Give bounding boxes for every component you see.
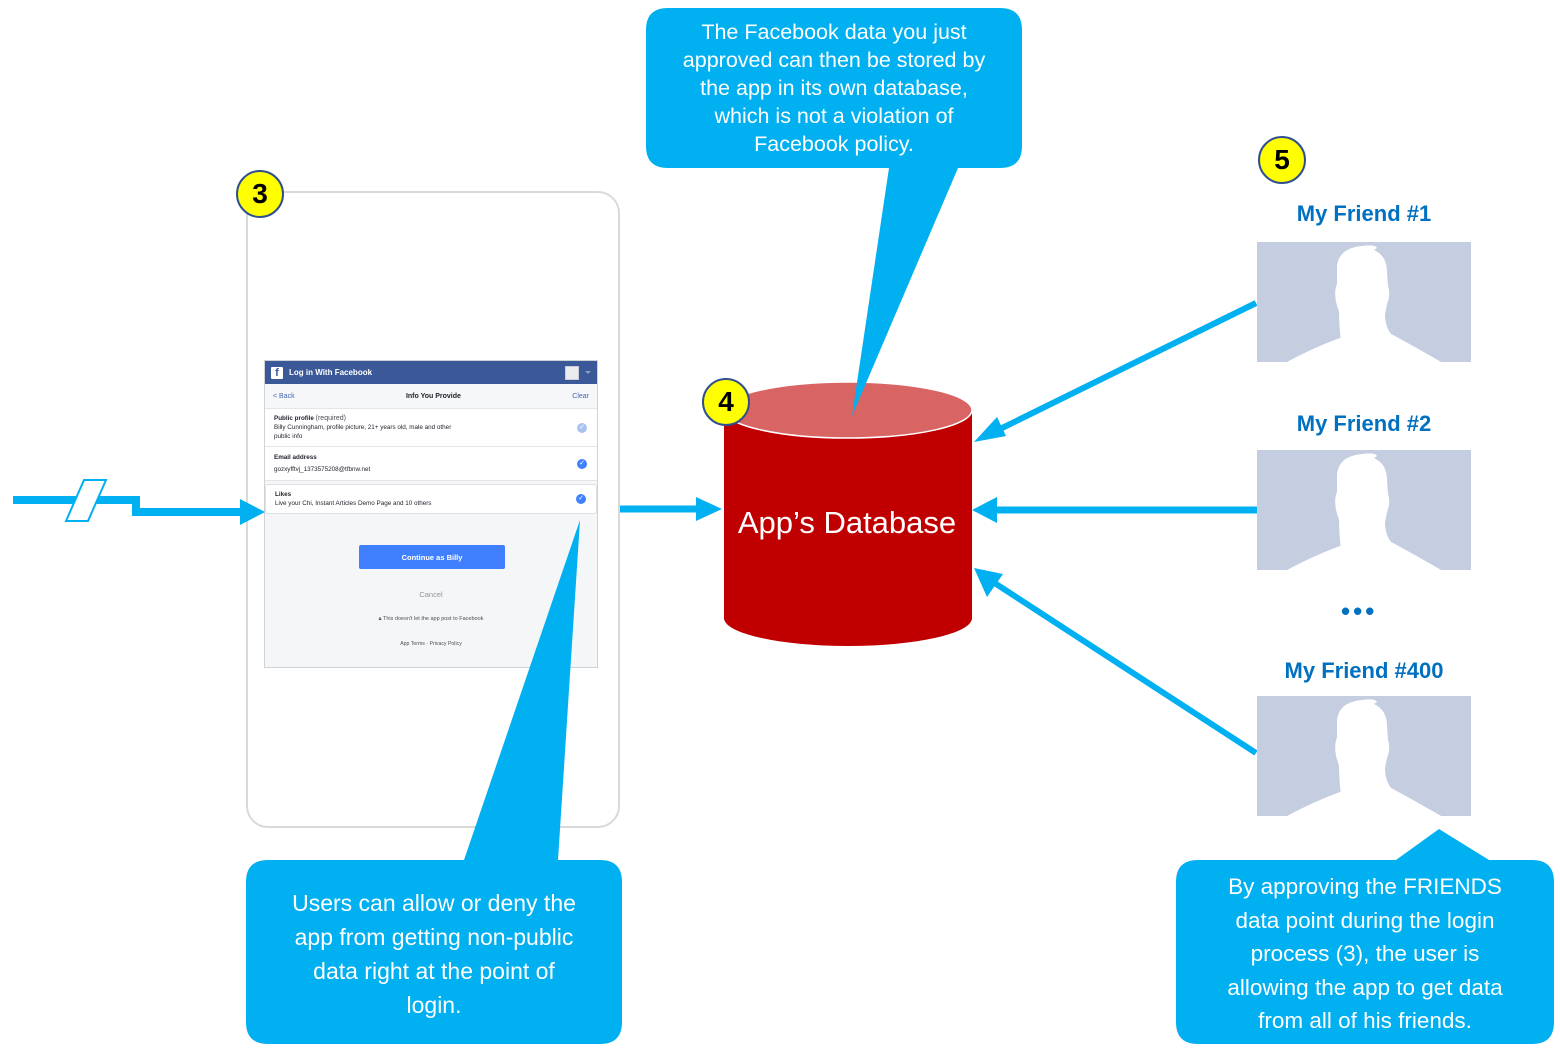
- note-text: This doesn't let the app post to Faceboo…: [382, 616, 484, 622]
- callout-line: process (3), the user is: [1250, 941, 1480, 966]
- break-symbol: [64, 479, 108, 522]
- arrow-friend400-to-database: [974, 568, 1258, 756]
- callout-bottom-left-text: Users can allow or deny the app from get…: [246, 886, 622, 1022]
- permission-likes[interactable]: Likes Live your Chi, Instant Articles De…: [265, 484, 597, 514]
- ellipsis: •••: [1341, 596, 1378, 626]
- callout-bottom-left: [246, 520, 622, 1044]
- post-permission-note: 🔒︎ This doesn't let the app post to Face…: [265, 616, 597, 623]
- permission-title: Public profile: [274, 415, 314, 422]
- database-top: [723, 381, 973, 439]
- callout-bottom-right: [1176, 829, 1554, 1044]
- friend-name-1: My Friend #1: [1296, 201, 1432, 226]
- friend-avatar-2: [1257, 450, 1471, 570]
- permissions-list: Public profile (required) Billy Cunningh…: [265, 409, 597, 481]
- callout-line: which is not a violation of: [714, 104, 954, 128]
- arrow-phone-to-database: [620, 497, 722, 521]
- person-silhouette-icon: [1287, 699, 1441, 816]
- arrow-friend2-to-database: [972, 497, 1258, 523]
- check-icon[interactable]: ✓: [577, 422, 587, 433]
- step-badge-4: 4: [702, 378, 750, 426]
- arrow-friend1-to-database: [974, 300, 1258, 442]
- callout-line: By approving the FRIENDS: [1228, 874, 1502, 899]
- permission-email[interactable]: Email address gozxyfftvj_1373575208@tfbn…: [265, 447, 597, 481]
- facebook-login-dialog: f Log in With Facebook < Back Info You P…: [264, 360, 598, 668]
- check-icon[interactable]: ✓: [576, 494, 586, 504]
- permission-detail: Billy Cunningham, profile picture, 21+ y…: [274, 424, 452, 440]
- callout-line: allowing the app to get data: [1227, 974, 1503, 1000]
- facebook-logo-icon: f: [271, 366, 283, 379]
- permission-title: Likes: [275, 491, 292, 498]
- callout-bottom-right-text: By approving the FRIENDS data point duri…: [1176, 870, 1554, 1038]
- footer-links[interactable]: App Terms · Privacy Policy: [400, 641, 462, 647]
- permission-detail: gozxyfftvj_1373575208@tfbnw.net: [274, 466, 371, 473]
- dialog-header: f Log in With Facebook: [265, 361, 597, 384]
- friend-name-400: My Friend #400: [1284, 658, 1444, 683]
- callout-top-text: The Facebook data you just approved can …: [646, 18, 1022, 158]
- permission-title: Email address: [274, 454, 317, 461]
- cancel-link[interactable]: Cancel: [419, 590, 443, 599]
- caret-down-icon[interactable]: [585, 371, 591, 374]
- check-icon[interactable]: ✓: [577, 458, 587, 469]
- permission-qualifier: (required): [315, 415, 346, 422]
- callout-line: data right at the point of: [313, 958, 555, 984]
- user-avatar-icon[interactable]: [565, 365, 579, 380]
- lock-icon: 🔒︎: [378, 616, 383, 622]
- callout-line: app from getting non-public: [294, 924, 574, 950]
- callout-top: [646, 8, 1022, 416]
- callout-line: The Facebook data you just: [701, 20, 967, 44]
- step-badge-3: 3: [236, 170, 284, 218]
- callout-line: data point during the login: [1235, 907, 1495, 933]
- database-label: App’s Database: [737, 505, 957, 540]
- friend-avatar-1: [1257, 242, 1471, 362]
- permission-public-profile[interactable]: Public profile (required) Billy Cunningh…: [265, 409, 597, 447]
- person-silhouette-icon: [1287, 453, 1441, 570]
- friend-name-2: My Friend #2: [1296, 411, 1432, 436]
- friend-avatar-400: [1257, 696, 1471, 816]
- dialog-title: Log in With Facebook: [289, 368, 373, 377]
- permission-detail: Live your Chi, Instant Articles Demo Pag…: [275, 500, 432, 507]
- callout-line: login.: [406, 992, 462, 1018]
- clear-link[interactable]: Clear: [572, 392, 589, 400]
- step-badge-5: 5: [1258, 136, 1306, 184]
- continue-button[interactable]: Continue as Billy: [359, 545, 505, 569]
- callout-line: Facebook policy.: [754, 132, 914, 156]
- back-link[interactable]: < Back: [273, 392, 295, 400]
- incoming-arrow: [13, 479, 265, 525]
- callout-line: from all of his friends.: [1258, 1008, 1472, 1033]
- database-cylinder: [723, 381, 973, 646]
- callout-line: Users can allow or deny the: [292, 890, 576, 916]
- person-silhouette-icon: [1287, 245, 1441, 362]
- nav-title: Info You Provide: [405, 392, 461, 400]
- callout-line: the app in its own database,: [700, 76, 968, 100]
- callout-line: approved can then be stored by: [682, 48, 986, 72]
- dialog-nav: < Back Info You Provide Clear: [265, 384, 597, 409]
